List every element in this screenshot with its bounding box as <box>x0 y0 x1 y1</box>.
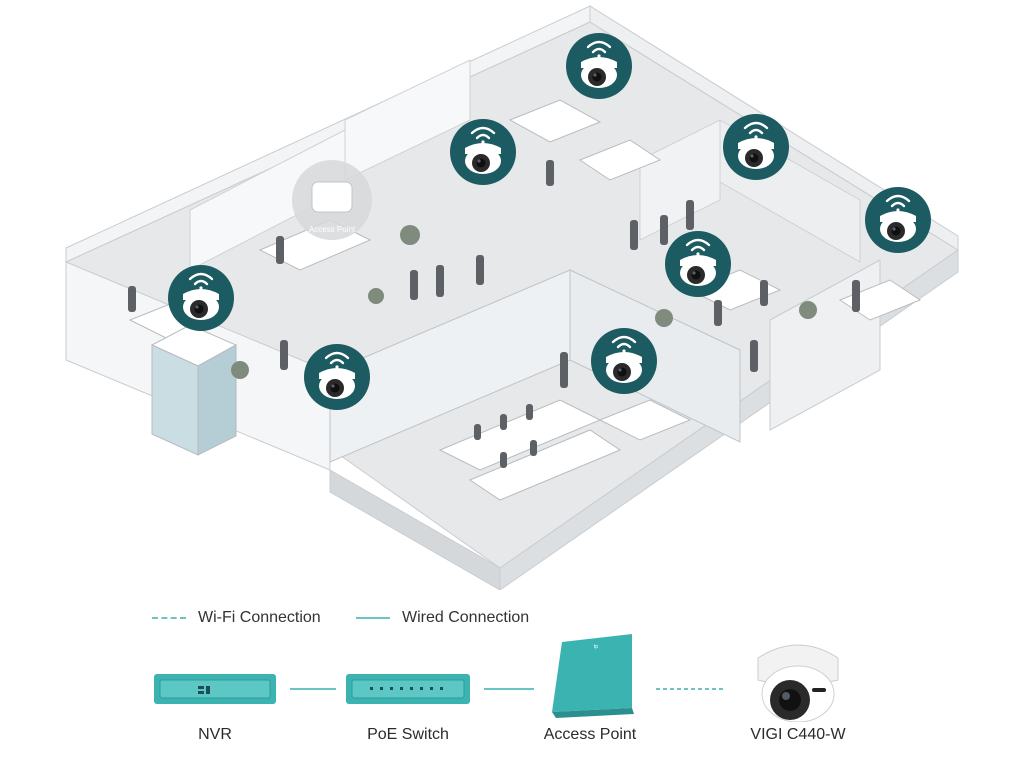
camera-badge <box>566 33 632 99</box>
partition-3 <box>639 119 721 241</box>
device-chain: tp <box>154 634 839 722</box>
device-label-access-point: Access Point <box>543 726 637 743</box>
camera-badges <box>168 33 931 410</box>
wifi-icon <box>586 40 612 58</box>
solid-line-icon <box>356 617 390 619</box>
people <box>128 160 860 468</box>
camera-badge <box>865 187 931 253</box>
dome-camera-icon <box>183 289 219 320</box>
device-label-camera: VIGI C440-W <box>750 726 846 743</box>
camera-badge <box>168 265 234 331</box>
legend-wired-label: Wired Connection <box>402 609 530 626</box>
floorplan-access-point: Access Point <box>292 160 372 240</box>
plants <box>231 225 817 379</box>
nvr-icon <box>154 674 276 704</box>
dome-camera-icon <box>880 211 916 242</box>
legend-wifi-label: Wi-Fi Connection <box>198 609 321 626</box>
camera-badge <box>304 344 370 410</box>
dome-camera-icon <box>465 143 501 174</box>
elevator <box>150 324 238 456</box>
partition-2 <box>344 59 471 181</box>
wifi-icon <box>611 335 637 353</box>
wifi-icon <box>685 238 711 256</box>
dome-camera-icon <box>319 368 355 399</box>
access-point-icon: tp <box>552 634 634 718</box>
wifi-icon <box>470 126 496 144</box>
floorplan-ap-label: Access Point <box>309 225 356 234</box>
device-label-nvr: NVR <box>198 726 232 743</box>
camera-badge <box>450 119 516 185</box>
dome-camera-icon <box>738 138 774 169</box>
wifi-icon <box>188 272 214 290</box>
dome-camera-icon <box>680 255 716 286</box>
dome-camera-icon <box>606 352 642 383</box>
legend-wired: Wired Connection <box>356 606 529 630</box>
device-label-poe-switch: PoE Switch <box>367 726 449 743</box>
front-wall-left <box>329 469 501 590</box>
svg-text:tp: tp <box>594 644 598 650</box>
camera-badge <box>723 114 789 180</box>
wifi-icon <box>885 194 911 212</box>
dashed-line-icon <box>152 617 186 619</box>
camera-badge <box>665 231 731 297</box>
camera-badge <box>591 328 657 394</box>
vigi-camera-icon <box>757 644 839 722</box>
wifi-icon <box>743 121 769 139</box>
dome-camera-icon <box>581 57 617 88</box>
wifi-icon <box>324 351 350 369</box>
legend-wifi: Wi-Fi Connection <box>152 606 321 630</box>
poe-switch-icon <box>346 674 470 704</box>
office-floorplan: Access Point <box>65 5 959 590</box>
